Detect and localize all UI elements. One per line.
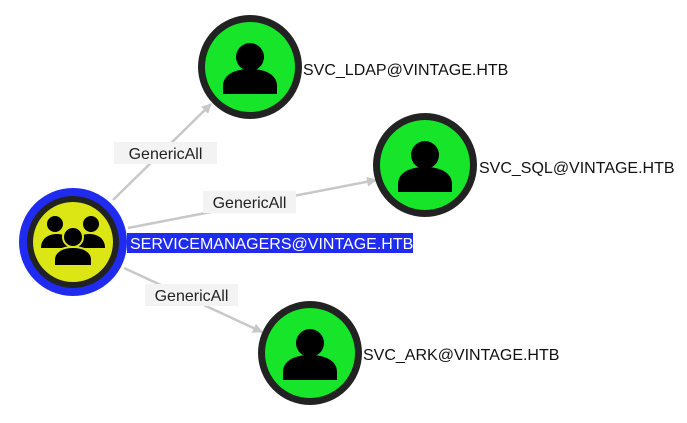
- node-label: SVC_LDAP@VINTAGE.HTB: [303, 62, 508, 79]
- node-label: SVC_SQL@VINTAGE.HTB: [479, 160, 675, 177]
- edge-label-text: GenericAll: [213, 195, 287, 212]
- edge-label-ark[interactable]: GenericAll: [145, 284, 238, 306]
- node-label: SVC_ARK@VINTAGE.HTB: [363, 347, 559, 364]
- node-svc-ark[interactable]: SVC_ARK@VINTAGE.HTB: [258, 301, 559, 405]
- node-svc-sql[interactable]: SVC_SQL@VINTAGE.HTB: [373, 113, 675, 217]
- edge-label-text: GenericAll: [155, 288, 229, 305]
- node-servicemanagers[interactable]: SERVICEMANAGERS@VINTAGE.HTB: [19, 188, 413, 296]
- edge-label-sql[interactable]: GenericAll: [203, 191, 296, 213]
- edge-label-text: GenericAll: [129, 146, 203, 163]
- edge-label-ldap[interactable]: GenericAll: [114, 142, 217, 164]
- node-svc-ldap[interactable]: SVC_LDAP@VINTAGE.HTB: [198, 15, 508, 119]
- node-label: SERVICEMANAGERS@VINTAGE.HTB: [130, 236, 413, 253]
- group-icon: [41, 216, 105, 267]
